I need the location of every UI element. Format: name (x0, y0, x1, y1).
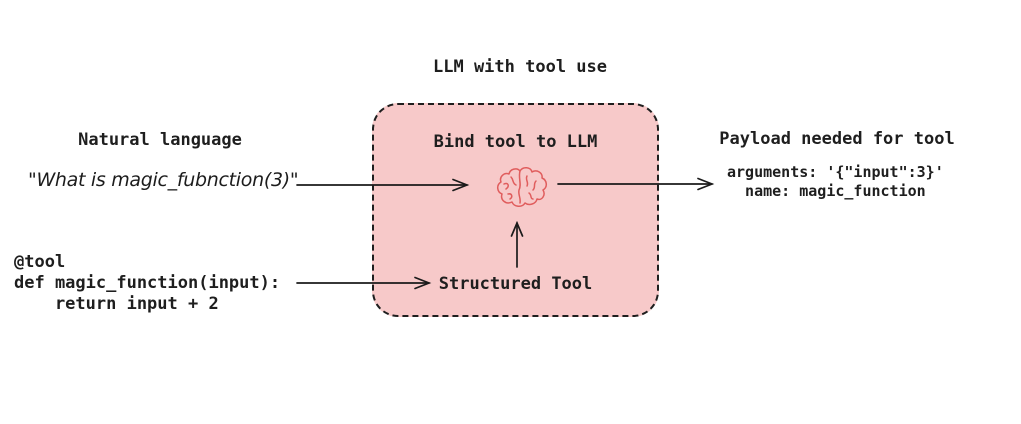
llm-box: Bind tool to LLM Structured Tool (372, 103, 659, 317)
payload-line: name: magic_function (727, 182, 926, 200)
code-line: return input + 2 (14, 294, 219, 314)
structured-tool-label: Structured Tool (438, 274, 593, 294)
payload-block: arguments: '{"input":3}' name: magic_fun… (727, 163, 944, 201)
arrow-tool-code-to-structured-tool (296, 275, 432, 291)
code-line: @tool (14, 252, 66, 272)
arrow-natural-language-to-llm (296, 177, 470, 193)
payload-line: arguments: '{"input":3}' (727, 163, 944, 181)
natural-language-quote: "What is magic_fubnction(3)" (28, 169, 299, 191)
arrow-structured-tool-to-llm (509, 221, 525, 269)
diagram-title: LLM with tool use (433, 57, 607, 77)
tool-code-block: @tool def magic_function(input): return … (14, 252, 280, 315)
arrow-llm-to-payload (557, 176, 715, 192)
brain-icon (493, 165, 549, 211)
payload-label: Payload needed for tool (719, 129, 955, 149)
code-line: def magic_function(input): (14, 273, 281, 293)
llm-box-title: Bind tool to LLM (433, 132, 598, 152)
natural-language-label: Natural language (78, 130, 242, 150)
